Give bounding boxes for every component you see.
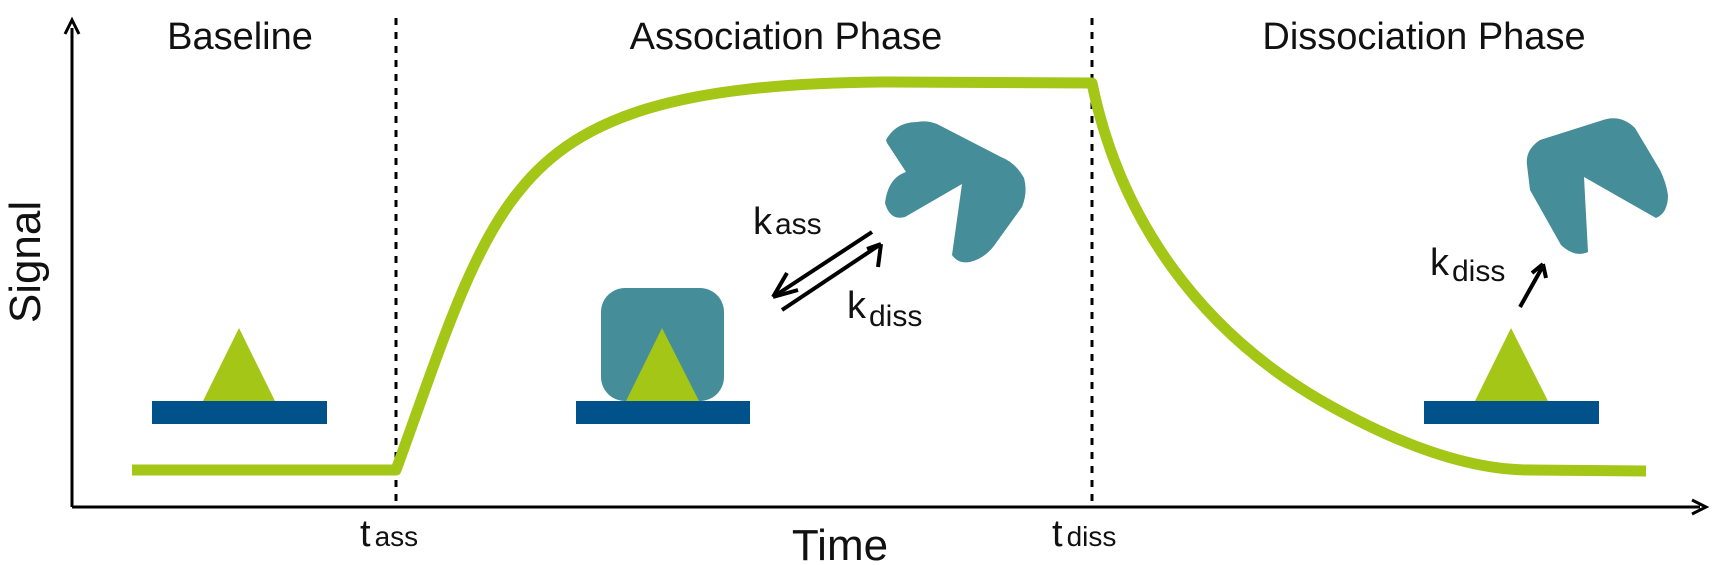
association-free-analyte: [885, 121, 1026, 263]
release-arrow-head-icon: [1530, 262, 1548, 279]
phase-label-dissociation: Dissociation Phase: [1262, 16, 1585, 58]
x-axis: [72, 498, 1710, 516]
phase-label-association: Association Phase: [630, 16, 943, 58]
ligand-triangle: [1475, 328, 1548, 401]
ligand-triangle: [203, 328, 275, 401]
analyte-pacman-icon: [1526, 118, 1668, 254]
x-axis-title: Time: [792, 521, 888, 565]
association-arrow: [771, 230, 874, 299]
y-axis-title: Signal: [1, 201, 50, 323]
sensor-surface: [152, 401, 327, 424]
binding-curve: [132, 76, 1647, 477]
x-axis-arrow-icon: [1691, 498, 1710, 516]
dissociation-ligand-on-surface: [1424, 328, 1599, 424]
dissociation-released-analyte: [1526, 118, 1668, 254]
equilibrium-arrows: [771, 230, 883, 312]
sensor-surface: [1424, 401, 1599, 424]
association-arrow-head-icon: [771, 271, 799, 299]
ligand-triangle: [626, 328, 699, 401]
y-axis-arrow-icon: [63, 16, 81, 35]
sensor-surface: [576, 401, 750, 424]
phase-label-baseline: Baseline: [167, 16, 313, 58]
association-bound-complex: [576, 288, 750, 424]
y-axis: [63, 16, 81, 507]
release-arrow: [1518, 262, 1548, 308]
dissociation-arrow: [780, 242, 883, 312]
dissociation-arrow-head-icon: [866, 242, 883, 268]
analyte-pacman-icon: [885, 121, 1026, 263]
baseline-ligand-on-surface: [152, 328, 327, 424]
